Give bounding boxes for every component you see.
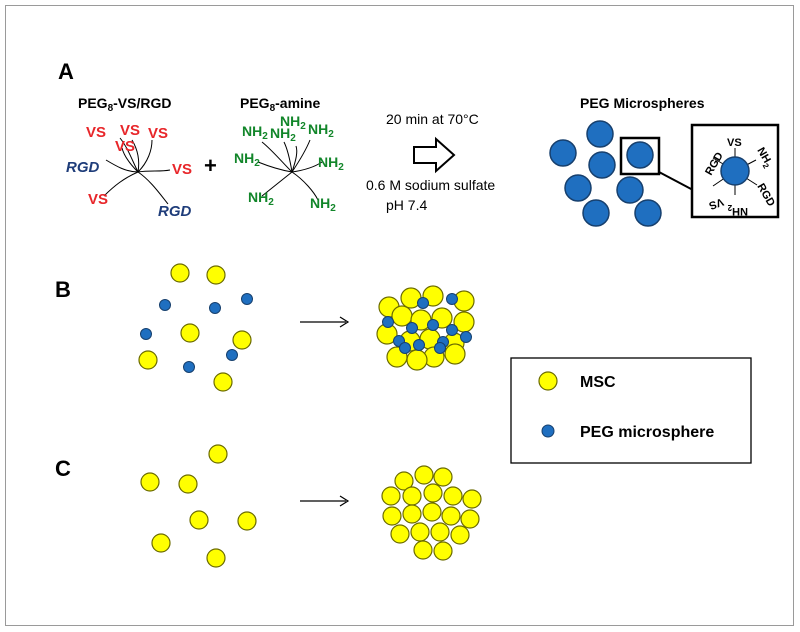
amine-label: NH2 — [248, 189, 274, 208]
rgd-label: RGD — [66, 159, 100, 176]
amine-label: NH2 — [234, 150, 260, 169]
aggregation-arrow-b — [300, 316, 350, 328]
condition-salt: 0.6 M sodium sulfate — [366, 177, 495, 193]
panel-label-c: C — [55, 456, 71, 481]
vs-label: VS — [115, 138, 135, 155]
inset-microsphere — [720, 156, 750, 186]
vs-label: VS — [120, 122, 140, 139]
legend-msc-swatch — [538, 371, 558, 391]
peg-vs-rgd-star-polymer: VS VS VS VS VS VS RGD RGD — [66, 122, 192, 220]
product-title: PEG Microspheres — [580, 95, 705, 111]
amine-label: NH2 — [318, 154, 344, 173]
plus-sign: + — [204, 153, 217, 178]
msc-cell — [208, 444, 228, 464]
vs-label: VS — [172, 161, 192, 178]
msc-cell — [237, 511, 257, 531]
msc-cell — [189, 510, 209, 530]
microsphere — [209, 302, 221, 314]
amine-label: NH2 — [242, 123, 268, 142]
amine-label: NH2 — [270, 125, 296, 144]
msc-cell — [206, 265, 226, 285]
microsphere — [586, 120, 614, 148]
product-microspheres — [549, 120, 662, 227]
msc-aggregate — [381, 465, 482, 561]
msc-cell — [206, 548, 226, 568]
peg-amine-star-polymer: NH2 NH2 NH2 NH2 NH2 NH2 NH2 NH2 — [234, 113, 344, 214]
microsphere — [159, 299, 171, 311]
microsphere — [183, 361, 195, 373]
zoom-connector — [658, 171, 694, 191]
reaction-arrow-icon — [413, 136, 456, 174]
microsphere — [140, 328, 152, 340]
vs-label: VS — [86, 124, 106, 141]
microsphere — [564, 174, 592, 202]
zoom-selection-box — [619, 136, 661, 176]
msc-cell — [180, 323, 200, 343]
microsphere — [241, 293, 253, 305]
dispersed-msc — [140, 444, 257, 568]
msc-cell — [213, 372, 233, 392]
amine-label: NH2 — [308, 121, 334, 140]
vs-label: VS — [148, 125, 168, 142]
condition-time-temp: 20 min at 70°C — [386, 111, 479, 127]
mixed-aggregate — [376, 285, 475, 371]
panel-label-a: A — [58, 59, 74, 84]
microsphere — [626, 141, 654, 169]
microsphere — [226, 349, 238, 361]
peg-amine-label: PEG8-amine — [240, 95, 320, 114]
msc-cell — [151, 533, 171, 553]
amine-label: NH2 — [280, 113, 306, 132]
msc-cell — [140, 472, 160, 492]
figure-frame — [5, 5, 794, 626]
dispersed-mixture — [138, 263, 253, 392]
microsphere — [549, 139, 577, 167]
amine-label: NH2 — [310, 195, 336, 214]
msc-cell — [232, 330, 252, 350]
legend-microsphere-swatch — [541, 424, 555, 438]
legend-microsphere-label: PEG microsphere — [580, 424, 714, 441]
msc-cell — [138, 350, 158, 370]
rgd-label: RGD — [158, 203, 192, 220]
microsphere-inset: VS RGD RGD NH2 NH2 VS — [690, 123, 780, 219]
inset-vs-label: VS — [727, 137, 742, 149]
microsphere — [588, 151, 616, 179]
vs-label: VS — [88, 191, 108, 208]
msc-cell — [178, 474, 198, 494]
legend-msc-label: MSC — [580, 374, 616, 391]
peg-vs-rgd-label: PEG8-VS/RGD — [78, 95, 171, 114]
msc-cell — [170, 263, 190, 283]
legend: MSC PEG microsphere — [510, 357, 752, 464]
aggregation-arrow-c — [300, 495, 350, 507]
microsphere — [634, 199, 662, 227]
microsphere — [582, 199, 610, 227]
inset-vs-label: VS — [707, 195, 725, 211]
condition-ph: pH 7.4 — [386, 197, 427, 213]
panel-label-b: B — [55, 277, 71, 302]
inset-amine-label: NH2 — [727, 203, 748, 217]
microsphere — [616, 176, 644, 204]
